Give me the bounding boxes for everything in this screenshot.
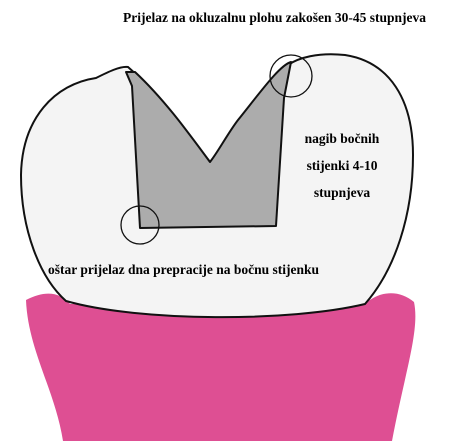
wall-inclination-label: nagib bočnih stijenki 4-10 stupnjeva [292, 125, 392, 206]
cavity-preparation [126, 62, 291, 228]
wall-inclination-line-1: nagib bočnih [292, 125, 392, 152]
wall-inclination-line-2: stijenki 4-10 [292, 152, 392, 179]
occlusal-transition-label: Prijelaz na okluzalnu plohu zakošen 30-4… [123, 11, 426, 25]
wall-inclination-line-3: stupnjeva [292, 179, 392, 206]
floor-transition-label: oštar prijelaz dna prepracije na bočnu s… [48, 263, 319, 277]
